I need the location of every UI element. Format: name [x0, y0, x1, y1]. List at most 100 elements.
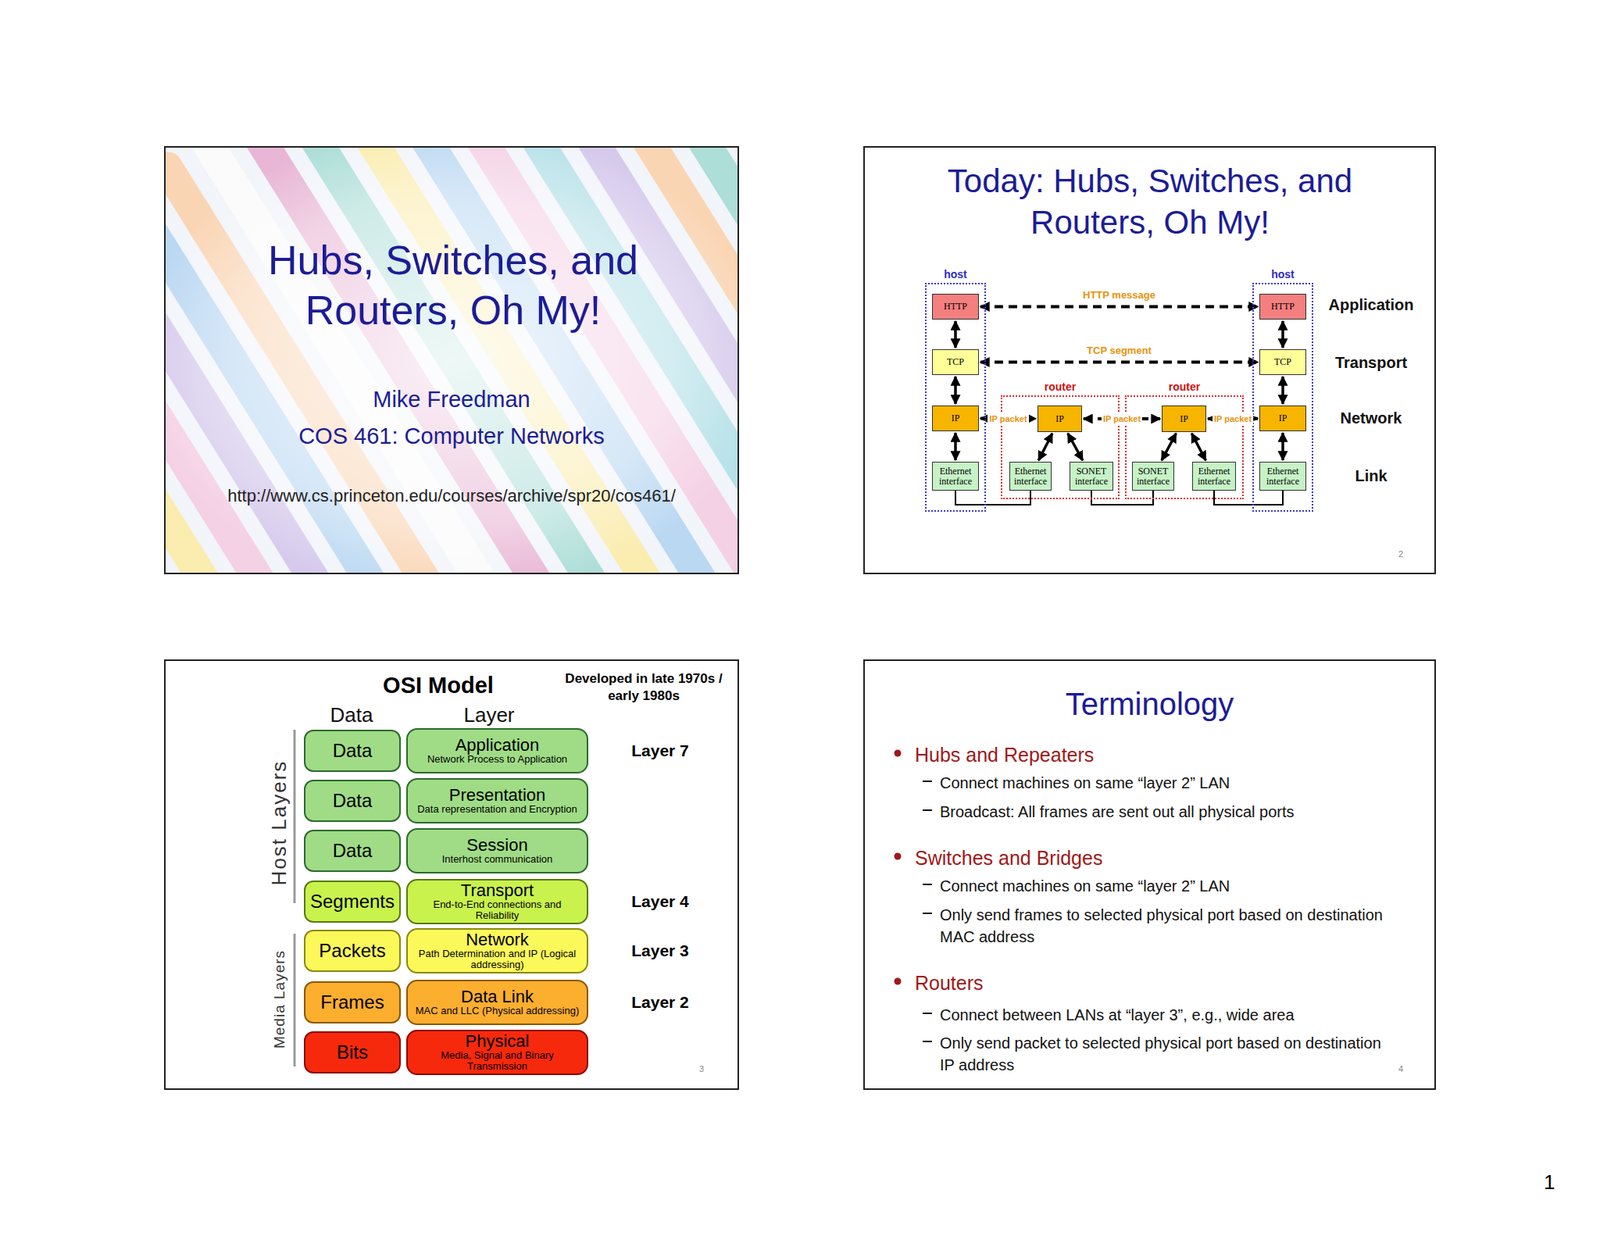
- slide-title: Terminology: [864, 685, 1435, 723]
- bullet-dash: [922, 1040, 933, 1043]
- data-unit-box: Data: [303, 829, 401, 872]
- term-detail: Broadcast: All frames are sent out all p…: [939, 800, 1393, 823]
- box-label: Ethernet interface: [1193, 466, 1235, 486]
- box-label: SONET interface: [1071, 466, 1112, 486]
- group-label: host: [910, 267, 1000, 282]
- slide-panel: Hubs, Switches, and Routers, Oh My! Mike …: [164, 146, 740, 575]
- edge-label: HTTP message: [1082, 289, 1156, 301]
- protocol-box: HTTP: [932, 293, 979, 320]
- box-label: TCP: [946, 357, 965, 368]
- group-label: router: [1110, 380, 1258, 394]
- box-label: IP: [951, 413, 961, 424]
- connector: [980, 305, 1258, 309]
- layer-name: Transport: [460, 882, 534, 900]
- link-wire: [1091, 490, 1154, 505]
- bullet-dot: [894, 853, 902, 861]
- bullet-dot: [894, 978, 902, 986]
- course-name: COS 461: Computer Networks: [165, 421, 738, 450]
- connector: [1038, 433, 1053, 461]
- edge-label: IP packet: [1212, 413, 1254, 425]
- date-note: Developed in late 1970s / early 1980s: [550, 670, 738, 705]
- protocol-box: IP: [1259, 405, 1307, 432]
- slide-title: Today: Hubs, Switches, and Routers, Oh M…: [911, 160, 1389, 243]
- box-label: Ethernet interface: [1260, 466, 1305, 486]
- slide-title: OSI Model: [360, 671, 517, 699]
- box-label: Ethernet interface: [933, 466, 978, 486]
- layer-name: Physical: [465, 1032, 530, 1050]
- osi-layer-box: NetworkPath Determination and IP (Logica…: [406, 928, 589, 974]
- link-wire: [955, 490, 1031, 505]
- slide-title: Hubs, Switches, and Routers, Oh My!: [234, 235, 672, 336]
- router-box: routerIPSONET interfaceEthernet interfac…: [1125, 395, 1244, 500]
- osi-layer-box: TransportEnd-to-End connections and Reli…: [406, 878, 589, 925]
- term-detail: Connect between LANs at “layer 3”, e.g.,…: [939, 1003, 1393, 1026]
- layer-number: Layer 4: [613, 891, 708, 912]
- bullet-dash: [922, 883, 933, 886]
- layer-label: Application: [1316, 295, 1426, 315]
- box-label: HTTP: [1271, 301, 1295, 312]
- layer-label: Network: [1316, 408, 1426, 428]
- term-heading: Routers: [914, 971, 984, 995]
- data-unit-box: Data: [303, 779, 401, 822]
- group-label: router: [986, 380, 1134, 394]
- interface-box: Ethernet interface: [932, 461, 979, 491]
- group-label: host: [1238, 267, 1328, 282]
- layer-label: Transport: [1316, 353, 1426, 372]
- interface-box: SONET interface: [1069, 461, 1114, 491]
- layer-label: Link: [1316, 466, 1426, 486]
- layer-description: Data representation and Encryption: [417, 803, 578, 815]
- connector: [980, 360, 1258, 365]
- course-url: http://www.cs.princeton.edu/courses/arch…: [165, 485, 738, 508]
- cable-bundle: [164, 146, 740, 575]
- column-header: Data: [304, 702, 399, 728]
- osi-layer-box: Data LinkMAC and LLC (Physical addressin…: [406, 979, 589, 1025]
- box-label: IP: [1278, 413, 1288, 424]
- layer-name: Presentation: [449, 786, 547, 804]
- osi-layer-box: ApplicationNetwork Process to Applicatio…: [406, 728, 589, 774]
- bullet-dash: [922, 1012, 933, 1015]
- host-box: hostHTTPTCPIPEthernet interface: [925, 282, 986, 512]
- interface-box: SONET interface: [1132, 461, 1175, 491]
- box-label: IP: [1055, 414, 1065, 425]
- term-heading: Switches and Bridges: [914, 846, 1103, 870]
- layer-description: Network Process to Application: [427, 753, 568, 765]
- connector: [1067, 433, 1083, 461]
- protocol-box: HTTP: [1259, 293, 1307, 320]
- layer-description: Media, Signal and Binary Transmission: [410, 1050, 584, 1072]
- layer-bracket: [293, 729, 297, 904]
- edge-label: IP packet: [987, 413, 1029, 425]
- connector: [953, 321, 958, 348]
- box-label: Data: [332, 740, 373, 761]
- link-wire: [1214, 490, 1283, 505]
- page-number: 1: [1543, 1170, 1555, 1194]
- slide-number: 2: [1398, 549, 1404, 559]
- box-label: Ethernet interface: [1010, 466, 1050, 486]
- osi-layer-box: PresentationData representation and Encr…: [406, 778, 589, 824]
- layer-description: Path Determination and IP (Logical addre…: [410, 948, 584, 971]
- bullet-dash: [922, 809, 933, 811]
- data-unit-box: Frames: [303, 981, 401, 1024]
- host-box: hostHTTPTCPIPEthernet interface: [1252, 282, 1314, 512]
- layer-description: Interhost communication: [442, 853, 554, 865]
- term-heading: Hubs and Repeaters: [914, 742, 1094, 767]
- group-label: Host Layers: [267, 736, 291, 909]
- protocol-box: IP: [932, 405, 979, 432]
- router-box: routerIPEthernet interfaceSONET interfac…: [1000, 395, 1120, 500]
- protocol-box: IP: [1037, 405, 1083, 433]
- connector: [953, 376, 958, 404]
- protocol-box: TCP: [932, 349, 979, 375]
- bullet-dash: [922, 780, 933, 783]
- data-unit-box: Bits: [303, 1031, 401, 1074]
- box-label: Segments: [310, 891, 395, 912]
- osi-layer-box: SessionInterhost communication: [406, 828, 589, 874]
- layer-name: Application: [455, 736, 540, 754]
- slide-number: 4: [1398, 1064, 1404, 1074]
- layer-number: Layer 2: [613, 992, 708, 1013]
- protocol-box: IP: [1161, 405, 1207, 433]
- connector: [953, 432, 958, 461]
- author-name: Mike Freedman: [165, 385, 738, 414]
- layer-description: End-to-End connections and Reliability: [410, 899, 584, 922]
- term-detail: Connect machines on same “layer 2” LAN: [939, 771, 1393, 794]
- bullet-dot: [894, 750, 902, 758]
